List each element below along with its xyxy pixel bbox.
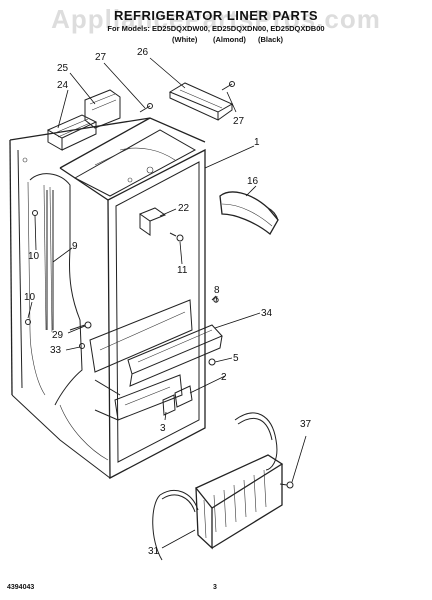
callout-31: 31 [148,546,160,557]
screws-27-drawing [139,81,235,113]
callout-33: 33 [50,345,62,356]
callout-labels: 27 26 25 24 27 1 16 22 10 9 11 8 10 34 2… [24,47,312,557]
variant-almond: (Almond) [213,35,246,44]
callout-1: 1 [254,137,260,148]
callout-37: 37 [300,419,312,430]
callout-26: 26 [137,47,149,58]
callout-5: 5 [233,353,239,364]
callout-8: 8 [214,285,220,296]
page-number: 3 [213,584,217,591]
crisper-cover-drawing [152,412,294,561]
hinge-bracket-drawing [168,82,234,121]
callout-10-lower: 10 [24,292,36,303]
callout-9: 9 [72,241,78,252]
small-fasteners-drawing [25,210,92,349]
watermark: AppliancePartsPros.com [51,4,381,34]
callout-22: 22 [178,203,190,214]
callout-25: 25 [57,63,69,74]
callout-27-right: 27 [233,116,245,127]
callout-34: 34 [261,308,273,319]
shelf-parts-drawing [127,295,223,416]
callout-11: 11 [177,265,188,276]
bracket-22-drawing [138,207,184,242]
variant-white: (White) [172,35,198,44]
document-number: 4394043 [7,584,35,591]
callout-3: 3 [160,423,166,434]
cover-16-drawing [219,191,279,235]
model-numbers: For Models: ED25DQXDW00, ED25DQXDN00, ED… [107,24,325,33]
callout-leader-lines [27,57,307,549]
callout-10-upper: 10 [28,251,40,262]
callout-24: 24 [57,80,69,91]
refrigerator-liner-drawing [9,117,206,480]
callout-16: 16 [247,176,259,187]
variant-black: (Black) [258,35,284,44]
callout-29: 29 [52,330,64,341]
cam-bracket-drawing [46,89,121,151]
callout-27-top: 27 [95,52,107,63]
callout-2: 2 [221,372,227,383]
diagram-title: REFRIGERATOR LINER PARTS [113,8,319,23]
